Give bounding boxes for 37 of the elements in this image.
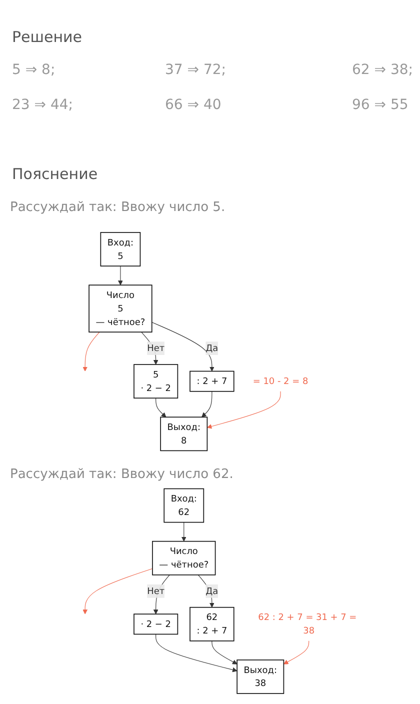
arrow	[206, 391, 281, 429]
edge-label: Да	[206, 586, 218, 596]
process-box: Число 5 — чётное?	[88, 284, 152, 332]
process-box: Выход: 38	[236, 660, 284, 694]
edge-label: Нет	[147, 342, 165, 354]
arrow	[152, 322, 214, 372]
arrow	[82, 332, 100, 372]
explanation-text: Рассуждай так: Ввожу число 5.	[10, 200, 226, 215]
section-heading: Пояснение	[12, 165, 98, 183]
arrow	[212, 640, 238, 664]
process-box: · 2 − 2	[134, 614, 178, 635]
edge-label: Да	[206, 342, 218, 354]
process-box: Выход: 8	[160, 416, 208, 452]
process-box: Вход: 62	[164, 488, 204, 523]
process-box: : 2 + 7	[190, 370, 234, 392]
answer-text: 23 ⇒ 44;	[12, 97, 73, 113]
section-heading: Решение	[12, 28, 82, 46]
arrow	[156, 634, 238, 672]
arrow	[118, 266, 123, 286]
arrow	[181, 522, 186, 542]
arrow	[82, 568, 153, 614]
calculation-text: 62 : 2 + 7 = 31 + 7 = 38	[258, 612, 357, 636]
arrow	[156, 398, 166, 418]
calculation-text: = 10 - 2 = 8	[252, 376, 308, 386]
answer-text: 66 ⇒ 40	[165, 97, 222, 113]
arrow	[283, 640, 310, 664]
process-box: Число — чётное?	[152, 540, 216, 576]
answer-text: 5 ⇒ 8;	[12, 62, 56, 78]
answer-text: 37 ⇒ 72;	[165, 62, 226, 78]
edge-label: Нет	[147, 586, 165, 596]
arrow	[202, 391, 212, 418]
answer-text: 96 ⇒ 55	[352, 97, 408, 113]
process-box: 62 : 2 + 7	[190, 606, 234, 642]
process-box: Вход: 5	[100, 232, 141, 266]
answer-text: 62 ⇒ 38;	[352, 62, 413, 78]
process-box: 5 · 2 − 2	[134, 364, 178, 399]
explanation-text: Рассуждай так: Ввожу число 62.	[10, 466, 234, 482]
